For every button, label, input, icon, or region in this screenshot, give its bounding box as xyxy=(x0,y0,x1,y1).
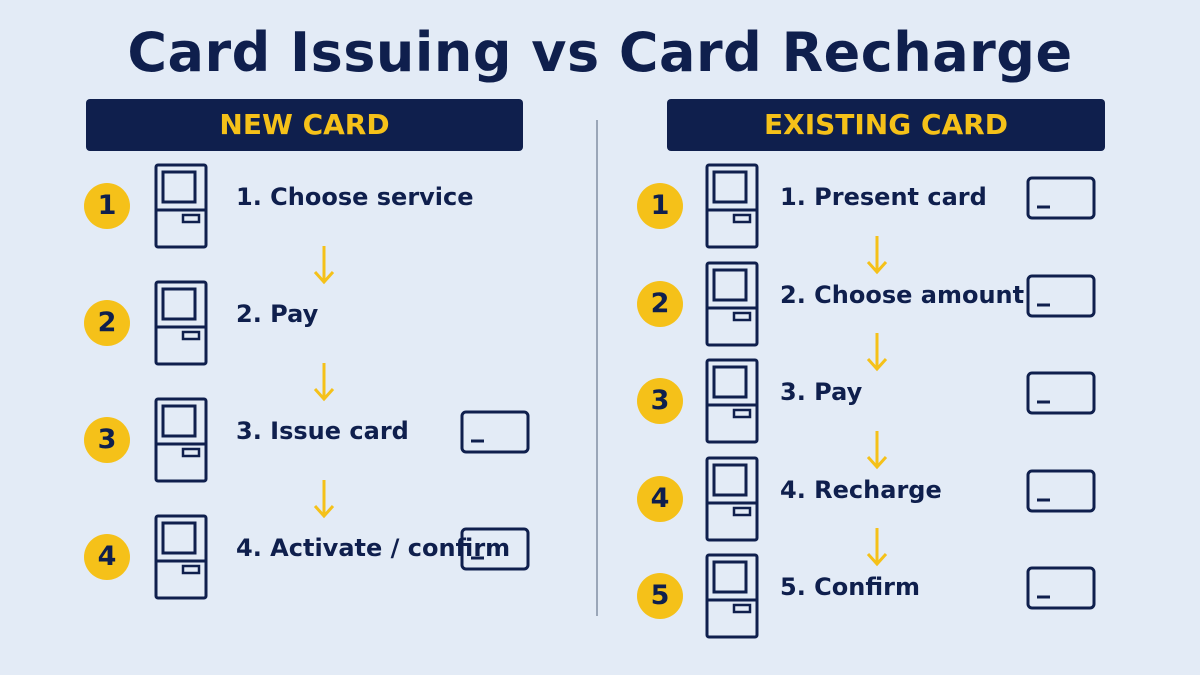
kiosk-icon xyxy=(153,279,209,367)
page-title: Card Issuing vs Card Recharge xyxy=(127,21,1073,84)
new-card-header: NEW CARD xyxy=(86,99,523,151)
kiosk-icon xyxy=(704,455,760,543)
card-icon xyxy=(1026,274,1096,318)
kiosk-icon xyxy=(704,162,760,250)
kiosk-icon xyxy=(704,357,760,445)
kiosk-icon xyxy=(153,513,209,601)
arrow-down-icon xyxy=(312,244,336,286)
kiosk-icon xyxy=(704,260,760,348)
arrow-down-icon xyxy=(865,234,889,276)
kiosk-icon xyxy=(153,396,209,484)
step-number-badge: 1 xyxy=(84,183,130,229)
step-number-badge: 1 xyxy=(637,183,683,229)
step-label: 1. Present card xyxy=(780,183,987,211)
card-icon xyxy=(1026,469,1096,513)
step-number-badge: 2 xyxy=(84,300,130,346)
column-divider xyxy=(596,120,598,616)
arrow-down-icon xyxy=(312,361,336,403)
step-label: 3. Issue card xyxy=(236,417,409,445)
kiosk-icon xyxy=(153,162,209,250)
card-icon xyxy=(1026,566,1096,610)
step-label: 4. Recharge xyxy=(780,475,942,504)
card-icon xyxy=(1026,176,1096,220)
step-label: 4. Activate / confirm xyxy=(236,534,511,562)
step-label: 2. Pay xyxy=(236,300,319,328)
arrow-down-icon xyxy=(865,526,889,568)
kiosk-icon xyxy=(704,552,760,640)
card-icon xyxy=(460,410,530,454)
card-icon xyxy=(1026,371,1096,415)
step-label: 2. Choose amount xyxy=(780,280,1025,309)
step-number-badge: 3 xyxy=(84,417,130,463)
arrow-down-icon xyxy=(312,478,336,520)
step-number-badge: 2 xyxy=(637,280,683,327)
step-label: 5. Confirm xyxy=(780,573,920,601)
step-label: 1. Choose service xyxy=(236,183,474,211)
step-number-badge: 3 xyxy=(637,378,683,424)
step-number-badge: 4 xyxy=(84,534,130,580)
step-label: 3. Pay xyxy=(780,378,863,406)
card-icon xyxy=(460,527,530,571)
existing-card-header: EXISTING CARD xyxy=(667,99,1105,151)
arrow-down-icon xyxy=(865,331,889,373)
step-number-badge: 5 xyxy=(637,573,683,619)
arrow-down-icon xyxy=(865,429,889,471)
step-number-badge: 4 xyxy=(637,475,683,522)
